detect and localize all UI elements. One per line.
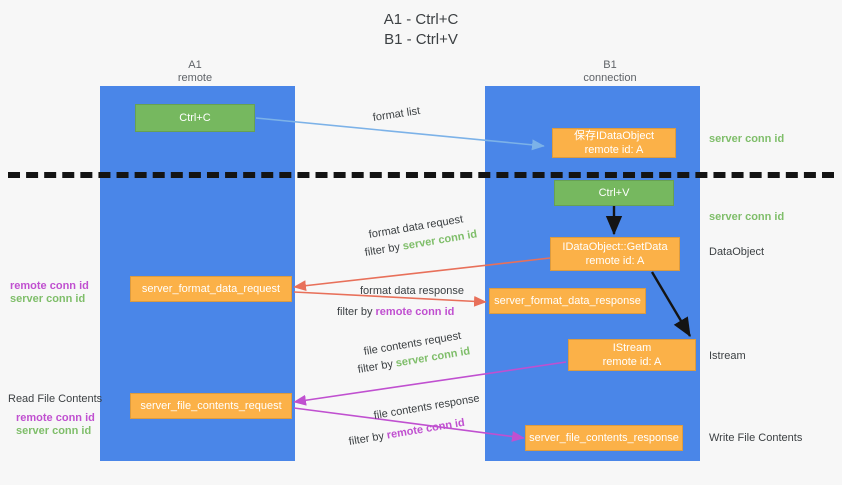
box-server-file-contents-request[interactable]: server_file_contents_request bbox=[130, 393, 292, 419]
label-read-file-contents: Read File Contents bbox=[8, 393, 103, 405]
box-server-file-contents-request-label: server_file_contents_request bbox=[140, 400, 282, 412]
arrow-label-format-data-response-filter: filter by remote conn id bbox=[337, 305, 454, 320]
format-data-response-filter-prefix: filter by bbox=[337, 306, 376, 318]
column-b1-name: B1 bbox=[603, 59, 617, 71]
box-server-format-data-request[interactable]: server_format_data_request bbox=[130, 276, 292, 302]
column-b1-sub: connection bbox=[583, 72, 637, 84]
column-header-a1: A1 remote bbox=[115, 59, 275, 85]
box-ctrl-v[interactable]: Ctrl+V bbox=[554, 180, 674, 206]
box-server-format-data-response[interactable]: server_format_data_response bbox=[489, 288, 646, 314]
arrow-label-format-list: format list bbox=[372, 105, 421, 124]
title-line-1: A1 - Ctrl+C bbox=[383, 11, 459, 28]
file-contents-filter-prefix: filter by bbox=[356, 357, 397, 376]
label-dataobject: DataObject bbox=[709, 246, 765, 258]
box-idataobject-getdata-line2: remote id: A bbox=[585, 255, 645, 267]
diagram-title: A1 - Ctrl+C B1 - Ctrl+V bbox=[0, 10, 842, 50]
box-istream-line1: IStream bbox=[612, 342, 652, 354]
arrow-label-file-contents-response: file contents response bbox=[372, 392, 481, 422]
label-remote-conn-id-2: remote conn id bbox=[16, 412, 95, 424]
title-line-2: B1 - Ctrl+V bbox=[384, 31, 458, 48]
phase-divider bbox=[8, 172, 834, 178]
label-write-file-contents: Write File Contents bbox=[709, 432, 803, 444]
box-server-format-data-response-label: server_format_data_response bbox=[494, 295, 641, 307]
format-data-response-filter-value: remote conn id bbox=[375, 306, 455, 318]
label-server-conn-id-mid: server conn id bbox=[709, 211, 785, 223]
arrow-label-file-contents-response-filter: filter by remote conn id bbox=[348, 416, 466, 450]
box-ctrl-v-label: Ctrl+V bbox=[598, 187, 630, 199]
column-a1-sub: remote bbox=[177, 72, 213, 84]
box-save-idataobject[interactable]: 保存IDataObject remote id: A bbox=[552, 128, 676, 158]
box-server-format-data-request-label: server_format_data_request bbox=[141, 283, 281, 295]
box-idataobject-getdata[interactable]: IDataObject::GetData remote id: A bbox=[550, 237, 680, 271]
file-contents-response-filter-prefix: filter by bbox=[347, 429, 388, 448]
arrow-label-format-data-response: format data response bbox=[360, 285, 464, 297]
column-header-b1: B1 connection bbox=[530, 59, 690, 85]
file-contents-response-filter-value: remote conn id bbox=[385, 416, 466, 442]
box-save-idataobject-line1: 保存IDataObject bbox=[573, 130, 655, 142]
label-server-conn-id-top: server conn id bbox=[709, 133, 785, 145]
box-istream-line2: remote id: A bbox=[602, 356, 662, 368]
box-idataobject-getdata-line1: IDataObject::GetData bbox=[562, 241, 668, 253]
box-ctrl-c-label: Ctrl+C bbox=[179, 112, 211, 124]
box-server-file-contents-response-label: server_file_contents_response bbox=[529, 432, 679, 444]
label-server-conn-id-2: server conn id bbox=[16, 425, 92, 437]
label-remote-conn-id-1: remote conn id bbox=[10, 280, 89, 292]
box-server-file-contents-response[interactable]: server_file_contents_response bbox=[525, 425, 683, 451]
column-a1-name: A1 bbox=[188, 59, 202, 71]
label-server-conn-id-1: server conn id bbox=[10, 293, 86, 305]
box-save-idataobject-line2: remote id: A bbox=[584, 144, 644, 156]
label-istream: Istream bbox=[709, 350, 746, 362]
box-istream[interactable]: IStream remote id: A bbox=[568, 339, 696, 371]
box-ctrl-c[interactable]: Ctrl+C bbox=[135, 104, 255, 132]
format-data-filter-prefix: filter by bbox=[363, 240, 404, 259]
